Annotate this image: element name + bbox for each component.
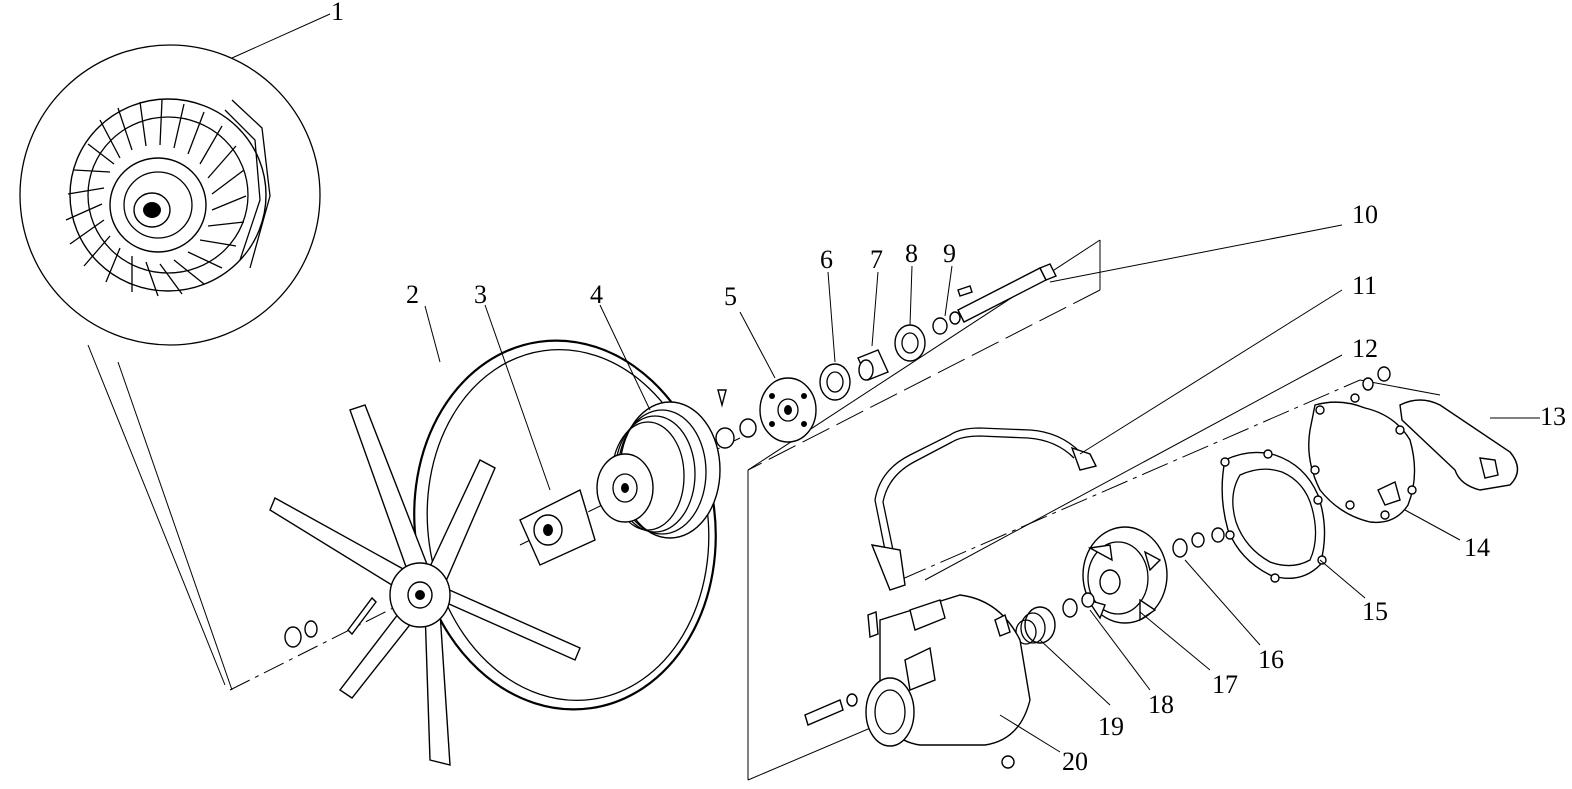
leader-line-19 bbox=[1039, 639, 1111, 706]
leader-line-17 bbox=[1139, 611, 1211, 671]
leader-line-6 bbox=[827, 271, 836, 363]
callout-9: 9 bbox=[943, 239, 956, 268]
callout-16: 16 bbox=[1258, 645, 1284, 674]
part-11-pipe bbox=[870, 289, 1343, 591]
part-13-bracket bbox=[1399, 399, 1540, 491]
leader-line-3 bbox=[484, 304, 551, 491]
part-17-impeller bbox=[1082, 526, 1211, 671]
part-4-pulley bbox=[596, 304, 721, 539]
leader-line-20 bbox=[999, 714, 1061, 753]
part-15-gasket bbox=[1220, 449, 1366, 599]
callout-13: 13 bbox=[1540, 402, 1566, 431]
part-3-spacer bbox=[484, 304, 596, 566]
callout-10: 10 bbox=[1352, 200, 1378, 229]
callout-2: 2 bbox=[406, 280, 419, 309]
callout-3: 3 bbox=[474, 280, 487, 309]
fan-clutch-icon bbox=[65, 98, 271, 297]
callout-15: 15 bbox=[1362, 597, 1388, 626]
callout-14: 14 bbox=[1464, 533, 1490, 562]
callout-20: 20 bbox=[1062, 747, 1088, 776]
callout-11: 11 bbox=[1352, 271, 1377, 300]
leader-line-8 bbox=[909, 265, 913, 326]
leader-line-4 bbox=[599, 304, 651, 411]
part-1-fan-clutch-detail bbox=[19, 13, 331, 691]
leader-line-5 bbox=[739, 311, 776, 379]
detail-connector-line bbox=[87, 344, 226, 686]
leader-line-11 bbox=[1079, 289, 1343, 455]
leader-line-9 bbox=[944, 265, 953, 317]
leader-line-10 bbox=[1049, 224, 1343, 283]
part-10-shaft bbox=[957, 224, 1343, 323]
leader-line-12 bbox=[924, 354, 1343, 581]
leader-line-2 bbox=[424, 305, 441, 363]
detail-circle bbox=[19, 44, 321, 346]
leader-line-1 bbox=[231, 13, 331, 59]
leader-line-15 bbox=[1319, 559, 1366, 599]
part-19-water-seal bbox=[1015, 606, 1111, 706]
callout-4: 4 bbox=[590, 280, 603, 309]
part-7-sleeve bbox=[857, 271, 889, 381]
fan-assembly bbox=[269, 404, 581, 766]
callout-1: 1 bbox=[331, 0, 344, 26]
part-6-bearing bbox=[819, 271, 851, 401]
part-16-seal bbox=[1172, 527, 1261, 646]
part-5-hub bbox=[715, 311, 817, 449]
callout-8: 8 bbox=[905, 239, 918, 268]
part-14-cover-plate bbox=[1308, 393, 1461, 541]
callout-18: 18 bbox=[1148, 690, 1174, 719]
leader-line-7 bbox=[871, 271, 879, 347]
detail-connector-line bbox=[117, 361, 233, 691]
part-18-o-rings bbox=[1062, 592, 1151, 691]
part-9-snap-ring bbox=[932, 265, 961, 335]
callout-17: 17 bbox=[1212, 670, 1238, 699]
callout-labels: 1 2 3 4 5 6 7 8 9 10 11 12 13 14 15 16 1… bbox=[331, 0, 1566, 776]
callout-19: 19 bbox=[1098, 712, 1124, 741]
callout-12: 12 bbox=[1352, 334, 1378, 363]
leader-line-18 bbox=[1089, 609, 1151, 691]
callout-5: 5 bbox=[724, 282, 737, 311]
part-20-pump-housing bbox=[804, 594, 1061, 769]
part-8-bearing bbox=[894, 265, 926, 362]
part-12-gasket-leader bbox=[924, 354, 1391, 581]
callout-7: 7 bbox=[870, 245, 883, 274]
leader-line-14 bbox=[1404, 509, 1461, 541]
leader-line-16 bbox=[1184, 559, 1261, 646]
callout-6: 6 bbox=[820, 245, 833, 274]
